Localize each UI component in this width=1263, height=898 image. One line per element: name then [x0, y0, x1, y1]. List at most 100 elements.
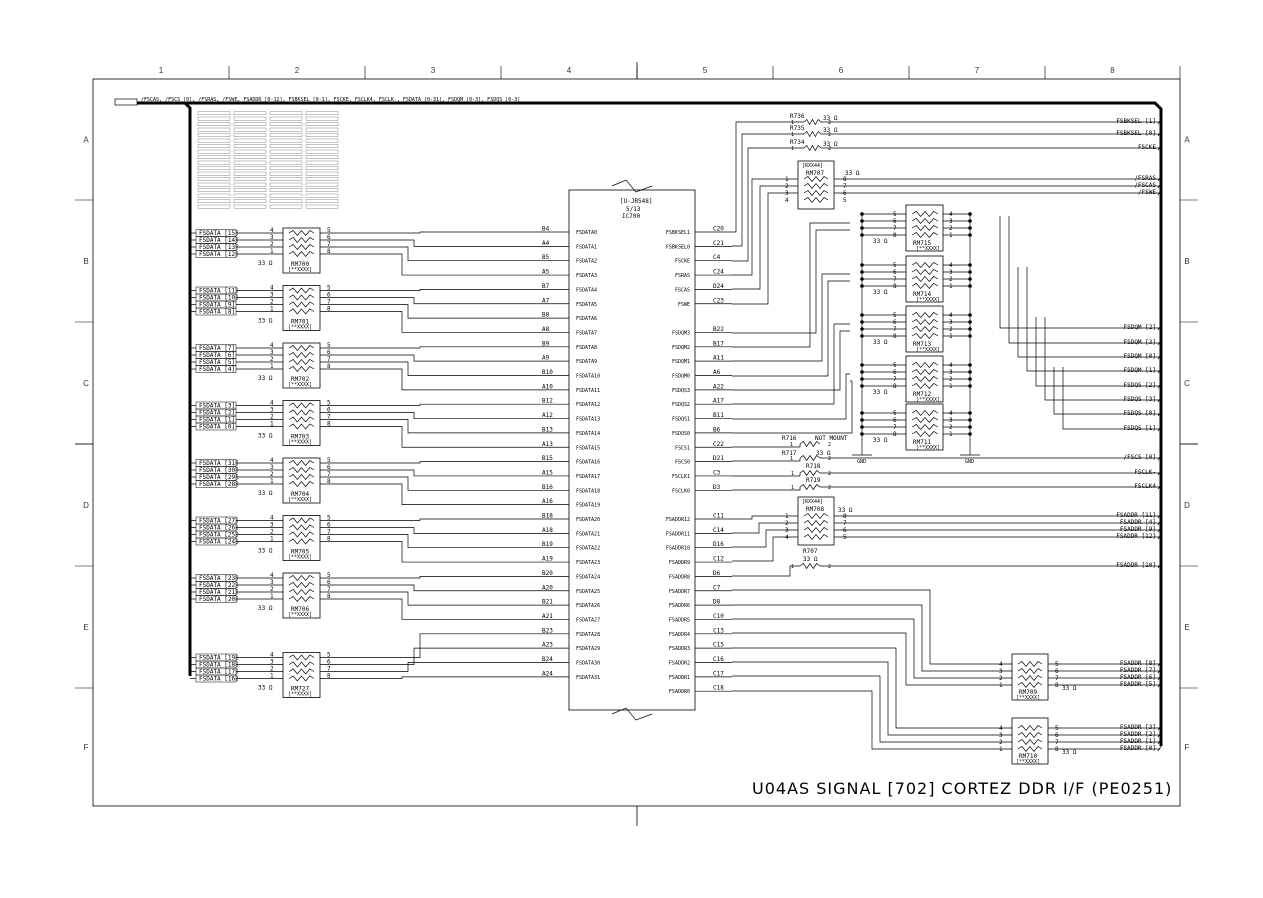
ic-pin-name: FSDATA28	[576, 632, 600, 638]
ripper-cell	[197, 138, 231, 143]
array-resistor	[288, 661, 315, 668]
pin: 7	[1055, 739, 1059, 746]
net-wire	[1017, 267, 1160, 358]
ripper-cell	[305, 155, 339, 159]
ic-pin-number: C11	[713, 513, 724, 520]
net-label: FSDATA [30]	[199, 467, 239, 474]
array-output-wire	[320, 476, 538, 491]
bus-ripper-stack	[197, 111, 339, 209]
ic-pin-number: B23	[542, 627, 553, 634]
ic-pin-name: FSADDR8	[669, 574, 690, 580]
ic-pin-number: A16	[542, 498, 553, 505]
net-flag-slash	[1157, 188, 1163, 196]
pin: 2	[949, 326, 953, 333]
ic-pin-number: C16	[713, 656, 724, 663]
ic-pin-name: FSDQS0	[672, 431, 690, 437]
ic-pin-number: A7	[542, 297, 550, 304]
array-type: [**XXXX]	[288, 382, 312, 388]
array-pin: 7	[327, 299, 331, 306]
array-pin: 3	[270, 292, 274, 299]
array-resistor	[288, 351, 315, 359]
array-value: 33 Ω	[1062, 685, 1077, 692]
ic700-ref: IC700	[622, 213, 640, 220]
array-pin: 5	[327, 572, 331, 579]
array-resistor	[911, 430, 939, 438]
pin: 6	[1055, 732, 1059, 739]
ripper-cell	[197, 122, 231, 126]
ic-pin-number: C3	[713, 469, 721, 476]
ic-pin-name: FSCLK0	[672, 488, 690, 494]
pin: 1	[949, 431, 953, 438]
array-pin: 1	[270, 363, 274, 370]
array-resistor	[1017, 667, 1043, 675]
array-type: [**XXXX]	[916, 347, 940, 353]
net-flag-slash	[1157, 366, 1163, 374]
ic-pin-number: A23	[542, 642, 553, 649]
array-type: [**XXXX]	[288, 325, 312, 331]
array-body	[282, 342, 321, 389]
net-label: /FSWE	[1138, 189, 1156, 196]
ic-pin-name: FSDQS2	[672, 402, 690, 408]
array-output-wire	[320, 518, 538, 521]
net-label: FSDQM [0]	[1123, 353, 1156, 360]
array-type: [**XXXX]	[916, 445, 940, 451]
pin: 2	[785, 183, 789, 190]
resistor-value: 33 Ω	[803, 556, 818, 563]
pin: 7	[893, 376, 897, 383]
ic-pin-name: FSBKSEL0	[666, 244, 690, 250]
ic-pin-name: FSDATA31	[576, 675, 600, 681]
net-label: FSADDR [1]	[1120, 738, 1156, 745]
array-pin: 3	[270, 579, 274, 586]
net-flag-slash	[1157, 468, 1163, 476]
array-resistor	[911, 224, 939, 232]
array-ref: RM704	[291, 491, 309, 498]
array-value: 33 Ω	[838, 507, 853, 514]
ic-pin-number: B7	[542, 283, 550, 290]
array-body	[282, 515, 321, 561]
ripper-cell	[269, 160, 303, 165]
pin: 2	[828, 456, 831, 462]
ic-pin-number: A17	[713, 398, 724, 405]
ic-pin-name: FSDATA10	[576, 374, 600, 380]
ic-pin-name: FSDQM0	[672, 374, 690, 380]
array-resistor	[1017, 738, 1043, 746]
ripper-cell	[197, 116, 231, 121]
net-label: FSADDR [6]	[1120, 674, 1156, 681]
row-label: D	[83, 501, 89, 510]
net-flag-slash	[1157, 352, 1163, 360]
pin: 1	[949, 333, 953, 340]
ripper-cell	[233, 133, 267, 137]
array-pin: 6	[327, 234, 331, 241]
ic700-unit: 5/13	[626, 206, 641, 213]
array-pin: 4	[270, 515, 274, 522]
array-body	[282, 572, 321, 619]
ic-pin-number: C12	[713, 556, 724, 563]
array-body	[282, 227, 321, 274]
row-label: E	[1184, 623, 1189, 632]
ic-pin-name: FSDATA7	[576, 330, 597, 336]
net-label: FSADDR [12]	[1116, 533, 1156, 540]
ripper-cell	[305, 171, 339, 176]
ripper-cell	[233, 166, 267, 170]
array-pin: 8	[327, 248, 331, 255]
array-pin: 5	[327, 515, 331, 522]
ripper-cell	[305, 111, 339, 115]
pin: 6	[893, 218, 897, 225]
column-label: 6	[839, 66, 844, 75]
ripper-cell	[197, 155, 231, 159]
net-label: FSDATA [9]	[199, 302, 235, 309]
column-label: 8	[1110, 66, 1115, 75]
pin: 6	[893, 369, 897, 376]
pin: 2	[785, 520, 789, 527]
array-resistor	[1017, 731, 1043, 739]
array-type: [**XXXX]	[916, 397, 940, 403]
array-resistor	[288, 365, 315, 373]
array-resistor	[911, 368, 939, 376]
net-label: FSDATA [2]	[199, 410, 235, 417]
ic-link	[732, 604, 1012, 672]
pin: 8	[843, 513, 847, 520]
array-pin: 3	[270, 349, 274, 356]
array-pin: 2	[270, 666, 274, 673]
ic-pin-number: D16	[713, 541, 724, 548]
